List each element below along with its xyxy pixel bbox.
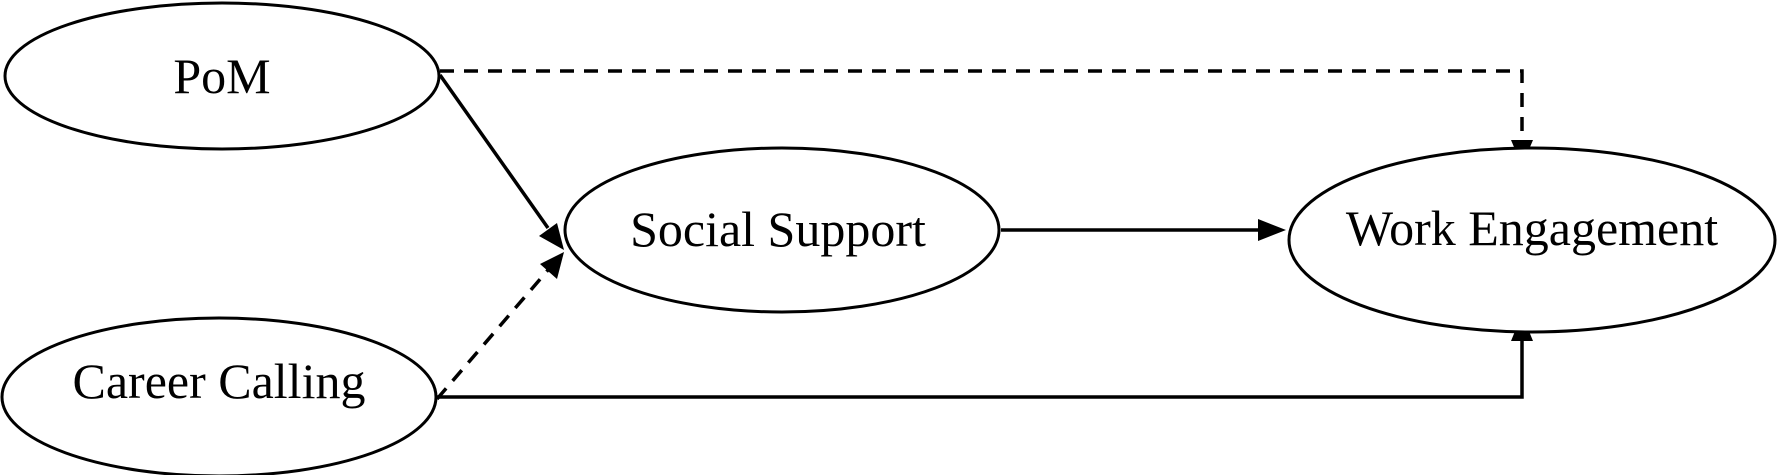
node-ellipse [563, 146, 1001, 314]
node-label-work-engagement: Work Engagement [1346, 200, 1718, 256]
edge-pom-to-social-support [438, 73, 564, 250]
node-label-pom: PoM [173, 48, 270, 104]
node-label-social-support: Social Support [630, 201, 926, 257]
node-social-support: Social Support [563, 146, 1001, 314]
edge-social-support-to-work-engagement [1001, 219, 1286, 241]
edge-line [438, 73, 550, 230]
edges [435, 69, 1533, 401]
edge-career-calling-to-work-engagement [437, 314, 1533, 399]
edge-pom-to-work-engagement [440, 69, 1533, 166]
edge-line [435, 268, 550, 401]
node-ellipse [1287, 146, 1777, 334]
arrowhead [539, 223, 564, 250]
node-ellipse [0, 316, 438, 475]
edge-line [437, 341, 1524, 399]
node-label-career-calling: Career Calling [73, 353, 366, 409]
node-ellipse [3, 1, 441, 151]
node-work-engagement: Work Engagement [1287, 146, 1777, 334]
edge-career-calling-to-social-support [435, 252, 564, 401]
node-career-calling: Career Calling [0, 316, 438, 475]
arrowhead [1258, 219, 1286, 241]
node-pom: PoM [3, 1, 441, 151]
arrowhead [540, 252, 564, 279]
edge-line [440, 69, 1524, 140]
